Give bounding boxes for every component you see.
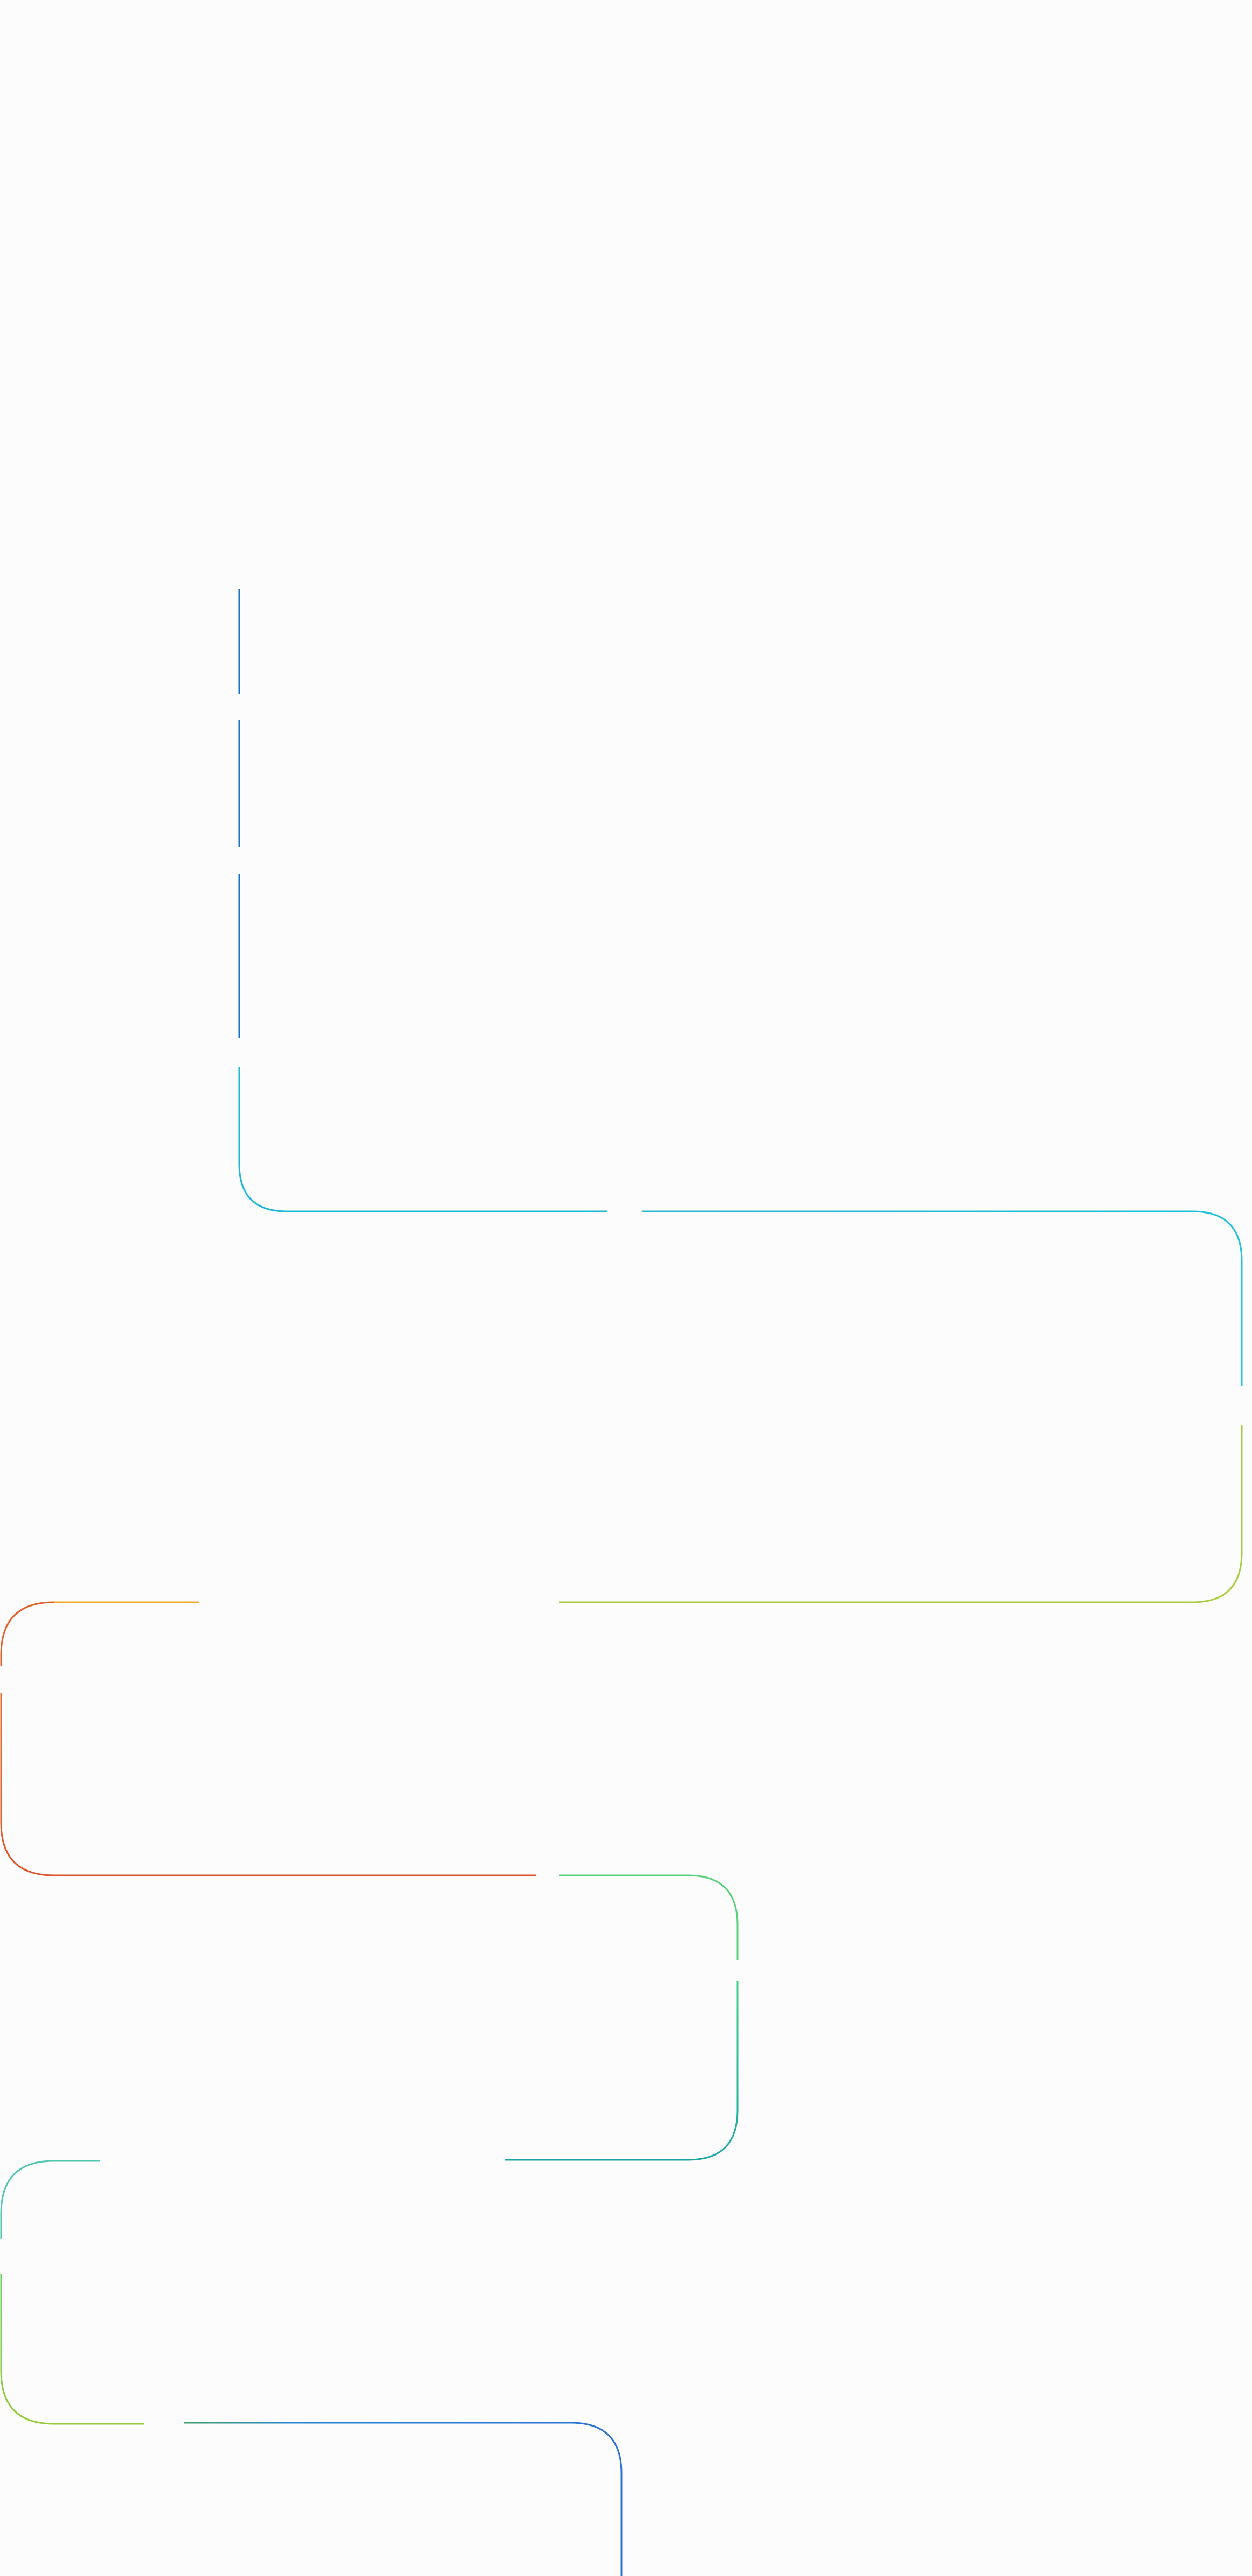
left-loop-one-line <box>0 1601 739 1960</box>
right-loop-line <box>54 1210 1243 1603</box>
left-loop-two-line <box>0 2274 623 2576</box>
middle-loop-line <box>0 1981 739 2239</box>
top-vertical-line <box>238 0 607 1212</box>
